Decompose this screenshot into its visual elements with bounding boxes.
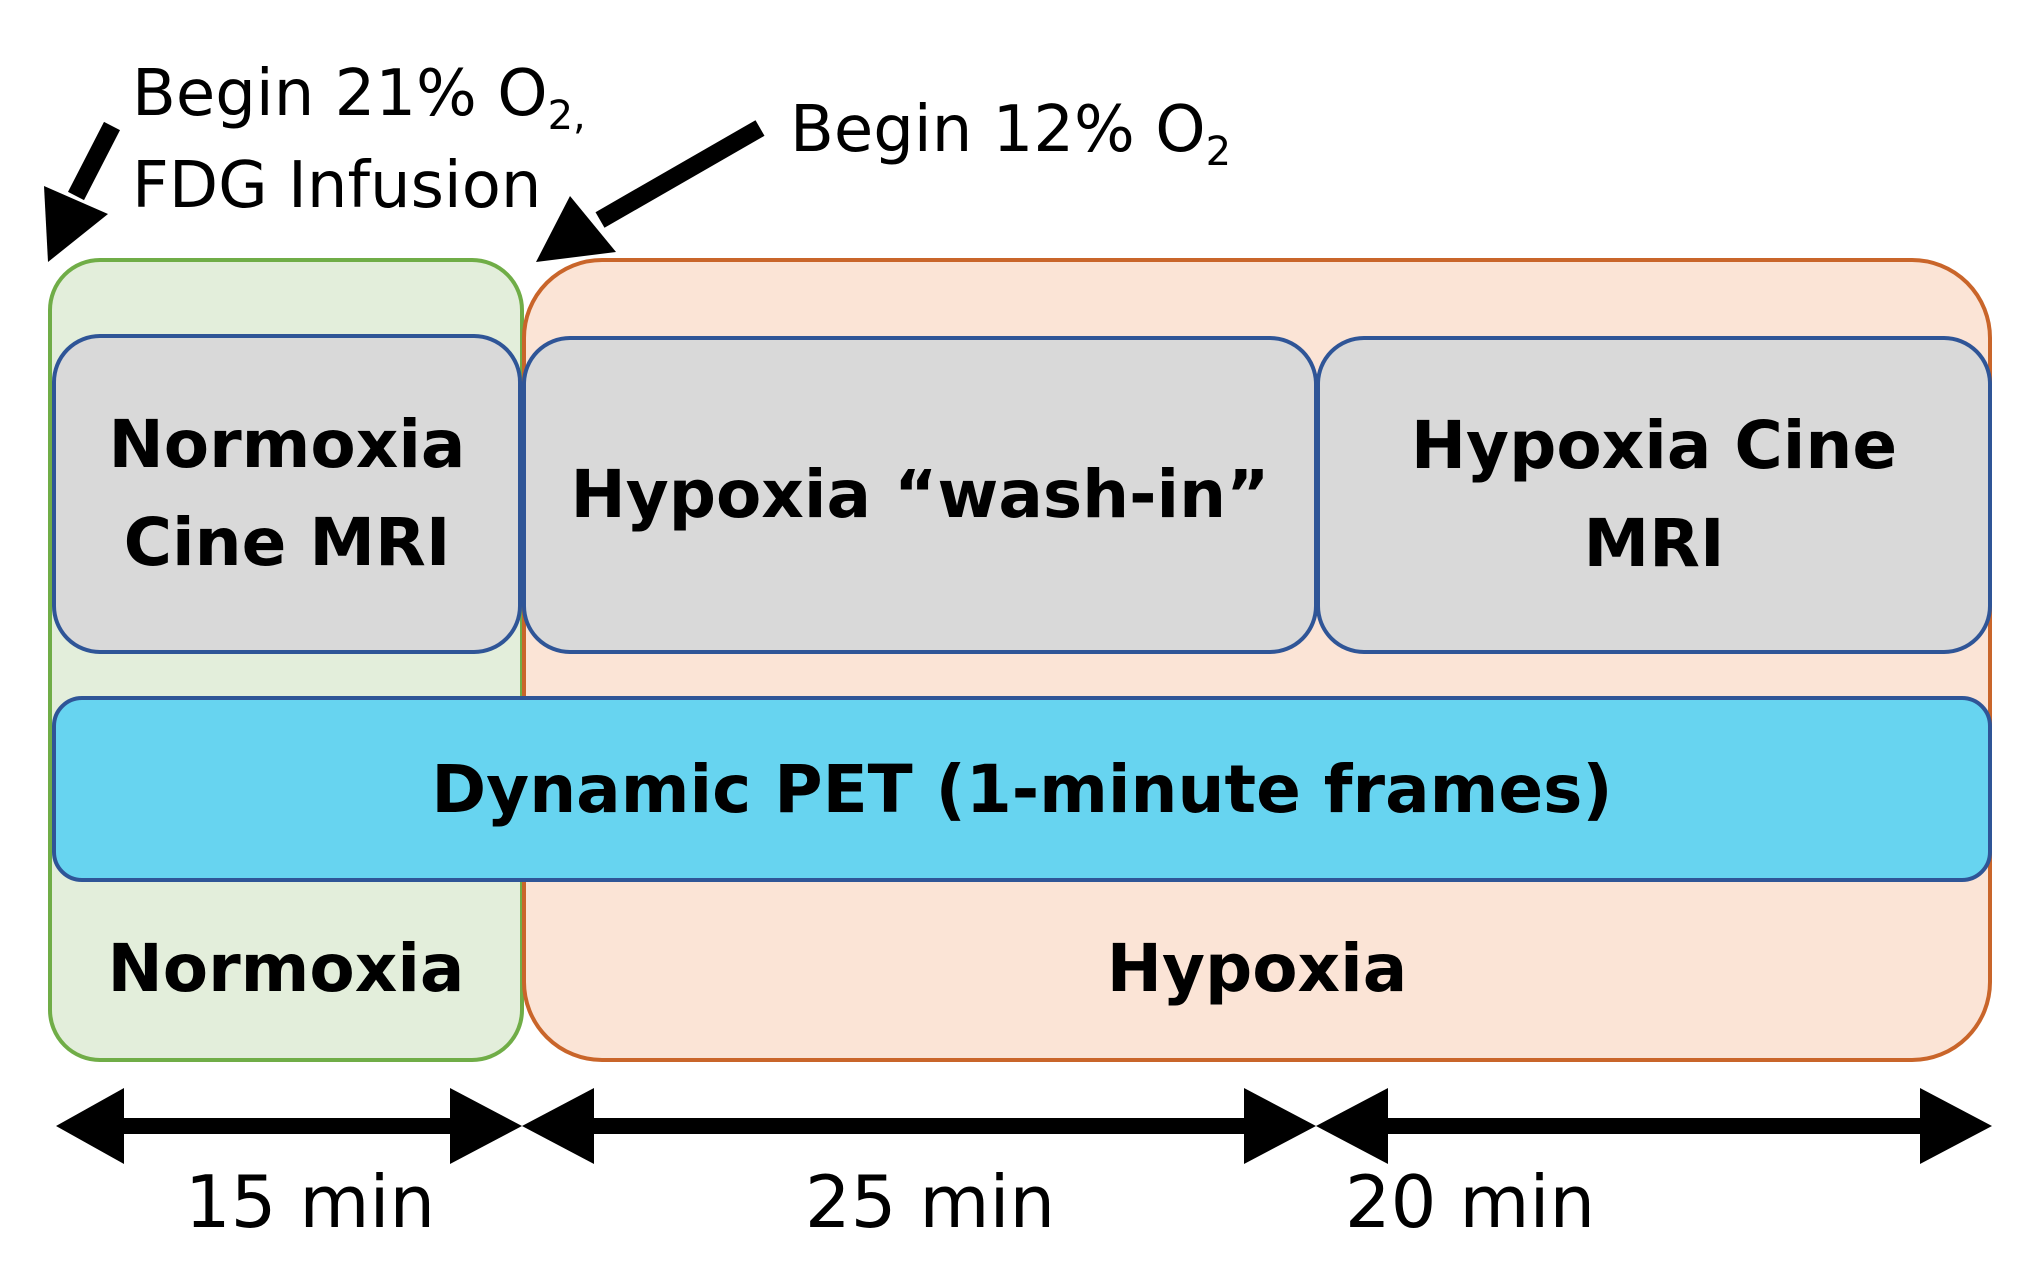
duration-arrow-20min bbox=[1316, 1088, 1992, 1164]
hypoxia-washin-block: Hypoxia “wash-in” bbox=[522, 336, 1318, 654]
begin-21-annotation: Begin 21% O2, FDG Infusion bbox=[132, 48, 586, 232]
duration-label-25: 25 min bbox=[804, 1160, 1056, 1244]
begin-21-subscript: 2, bbox=[547, 93, 586, 139]
begin-21-arrow bbox=[44, 121, 121, 262]
normoxia-cine-line1: Normoxia bbox=[108, 406, 466, 483]
normoxia-cine-mri-block: Normoxia Cine MRI bbox=[52, 334, 522, 654]
begin-12-arrow bbox=[536, 120, 765, 262]
normoxia-label: Normoxia bbox=[107, 930, 465, 1007]
duration-label-20: 20 min bbox=[1344, 1160, 1596, 1244]
fdg-infusion-text: FDG Infusion bbox=[132, 149, 542, 223]
begin-12-text: Begin 12% O bbox=[790, 93, 1206, 167]
hypoxia-washin-label: Hypoxia “wash-in” bbox=[570, 456, 1270, 533]
hypoxia-label: Hypoxia bbox=[1106, 930, 1408, 1007]
begin-12-subscript: 2 bbox=[1205, 129, 1232, 175]
duration-label-15: 15 min bbox=[184, 1160, 436, 1244]
hypoxia-cine-mri-block: Hypoxia Cine MRI bbox=[1316, 336, 1992, 654]
begin-21-text: Begin 21% O bbox=[132, 57, 548, 131]
dynamic-pet-label: Dynamic PET (1-minute frames) bbox=[431, 750, 1613, 828]
dynamic-pet-bar: Dynamic PET (1-minute frames) bbox=[52, 696, 1992, 882]
hypoxia-cine-line1: Hypoxia Cine bbox=[1410, 407, 1898, 484]
normoxia-cine-line2: Cine MRI bbox=[123, 504, 451, 581]
duration-arrow-15min bbox=[56, 1088, 522, 1164]
hypoxia-cine-line2: MRI bbox=[1583, 505, 1725, 582]
begin-12-annotation: Begin 12% O2 bbox=[790, 84, 1231, 176]
duration-arrow-25min bbox=[522, 1088, 1316, 1164]
